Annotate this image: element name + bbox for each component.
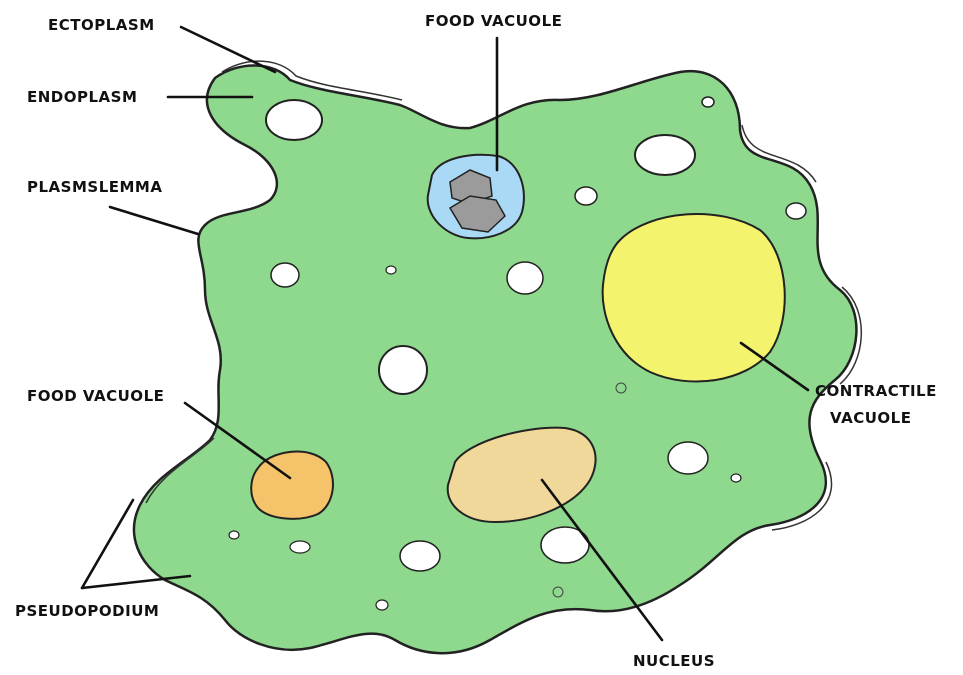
- vacuole-hole: [290, 541, 310, 553]
- leader-line-plasmslemma: [110, 207, 198, 234]
- label-food-vacuole-top: FOOD VACUOLE: [425, 12, 562, 30]
- vacuole-hole: [668, 442, 708, 474]
- vacuole-hole: [635, 135, 695, 175]
- label-ectoplasm: ECTOPLASM: [48, 16, 155, 34]
- label-contractile-line1: CONTRACTILE: [815, 382, 937, 400]
- vacuole-hole: [507, 262, 543, 294]
- contractile-vacuole: [603, 214, 785, 382]
- leader-line-ectoplasm: [181, 27, 275, 72]
- label-endoplasm: ENDOPLASM: [27, 88, 137, 106]
- label-plasmslemma: PLASMSLEMMA: [27, 178, 162, 196]
- vacuole-hole: [229, 531, 239, 539]
- vacuole-hole: [376, 600, 388, 610]
- vacuole-hole: [731, 474, 741, 482]
- vacuole-hole: [400, 541, 440, 571]
- food-vacuole-left: [251, 452, 333, 519]
- vacuole-hole: [702, 97, 714, 107]
- vacuole-hole: [575, 187, 597, 205]
- label-contractile-line2: VACUOLE: [830, 409, 911, 427]
- vacuole-hole: [786, 203, 806, 219]
- vacuole-hole: [266, 100, 322, 140]
- vacuole-hole: [386, 266, 396, 274]
- vacuole-hole: [271, 263, 299, 287]
- label-pseudopodium: PSEUDOPODIUM: [15, 602, 159, 620]
- vacuole-hole: [379, 346, 427, 394]
- label-food-vacuole-left: FOOD VACUOLE: [27, 387, 164, 405]
- leader-line-pseudopodium-a: [82, 500, 133, 588]
- label-nucleus: NUCLEUS: [633, 652, 715, 670]
